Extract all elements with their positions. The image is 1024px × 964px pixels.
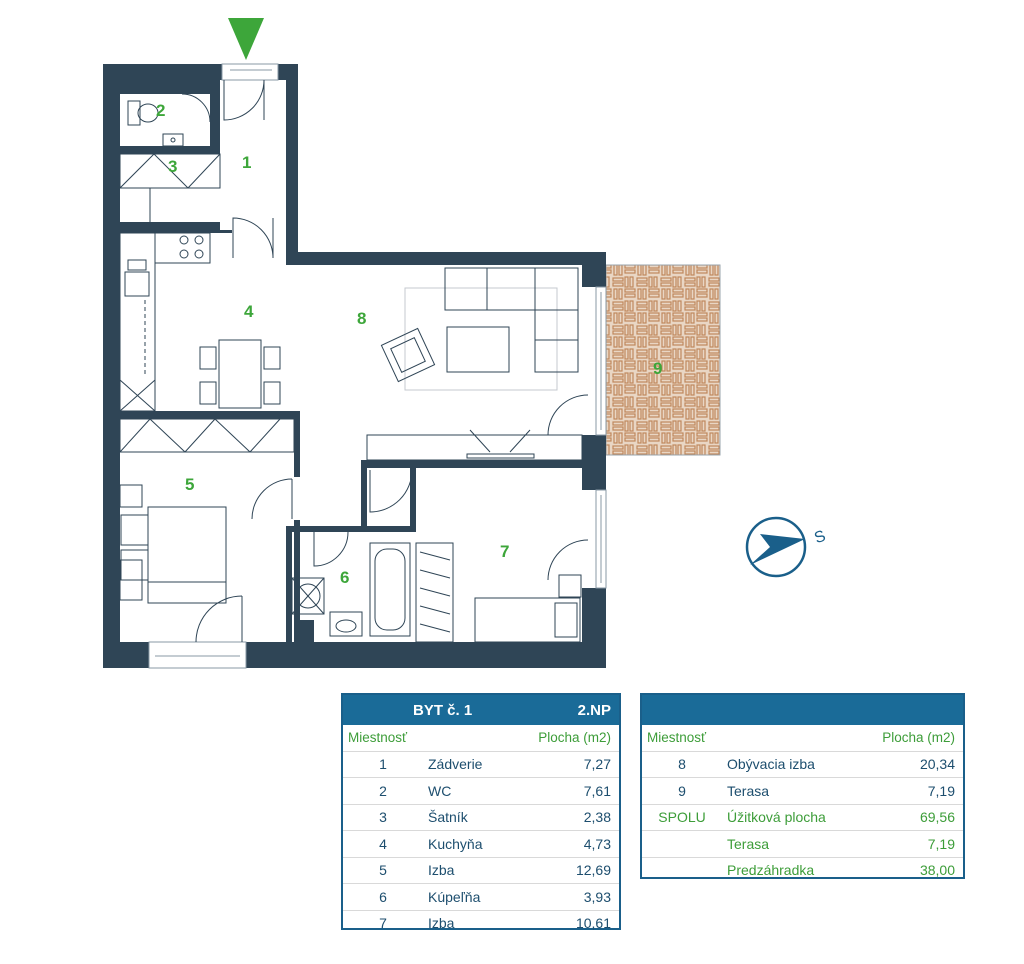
cell-area: 12,69 bbox=[575, 862, 611, 879]
cell-area: 69,56 bbox=[919, 809, 955, 826]
wc-fixtures bbox=[127, 100, 184, 147]
doors bbox=[181, 79, 589, 643]
cell-area: 7,19 bbox=[927, 782, 955, 799]
cell-num: 1 bbox=[379, 756, 387, 773]
table-row: Terasa 7,19 bbox=[642, 831, 963, 858]
room-number-2: 2 bbox=[156, 101, 165, 120]
table-row: 9 Terasa 7,19 bbox=[642, 778, 963, 805]
cell-name: Obývacia izba bbox=[727, 756, 815, 773]
cell-area: 7,61 bbox=[583, 782, 611, 799]
room-number-3: 3 bbox=[168, 157, 177, 176]
cell-name: Izba bbox=[428, 915, 455, 932]
column-header-row: Miestnosť Plocha (m2) bbox=[343, 725, 619, 752]
table-row: 3 Šatník 2,38 bbox=[343, 805, 619, 831]
room-number-6: 6 bbox=[340, 568, 349, 587]
table-row: 8 Obývacia izba 20,34 bbox=[642, 752, 963, 778]
cell-name: Úžitková plocha bbox=[727, 809, 826, 826]
room-table-right: Miestnosť Plocha (m2) 8 Obývacia izba 20,3… bbox=[640, 693, 965, 879]
cell-num: 2 bbox=[379, 782, 387, 799]
room-number-7: 7 bbox=[500, 542, 509, 561]
col-room-header: Miestnosť bbox=[348, 730, 408, 746]
entrance-arrow-icon bbox=[228, 18, 264, 60]
cell-area: 20,34 bbox=[919, 756, 955, 773]
cell-name: Kúpeľňa bbox=[428, 888, 481, 905]
cell-area: 10,61 bbox=[575, 915, 611, 932]
kitchen-counter bbox=[119, 232, 211, 412]
cell-num: 3 bbox=[379, 809, 387, 826]
apartment-title: BYT č. 1 bbox=[413, 701, 473, 719]
bathroom-fixtures bbox=[291, 542, 411, 637]
windows bbox=[148, 63, 607, 669]
cell-num: 8 bbox=[678, 756, 686, 773]
compass-south-label: S bbox=[812, 528, 828, 548]
table-row: Predzáhradka 38,00 bbox=[642, 858, 963, 884]
room-number-9: 9 bbox=[653, 359, 662, 378]
cell-num: 4 bbox=[379, 835, 387, 852]
exterior-walls bbox=[103, 64, 606, 668]
room-labels: 1 2 3 4 5 6 7 8 9 bbox=[156, 101, 662, 587]
table-row: 7 Izba 10,61 bbox=[343, 911, 619, 937]
room-number-4: 4 bbox=[244, 302, 254, 321]
cell-area: 4,73 bbox=[583, 835, 611, 852]
cell-num: 6 bbox=[379, 888, 387, 905]
cell-name: Izba bbox=[428, 862, 455, 879]
bedroom-7-furniture bbox=[415, 542, 582, 643]
cell-name: Predzáhradka bbox=[727, 862, 815, 879]
col-room-header: Miestnosť bbox=[647, 730, 707, 746]
table-header bbox=[642, 695, 963, 725]
table-row: 2 WC 7,61 bbox=[343, 778, 619, 805]
cell-num: 9 bbox=[678, 782, 686, 799]
terrace bbox=[605, 264, 721, 456]
column-header-row: Miestnosť Plocha (m2) bbox=[642, 725, 963, 752]
compass-icon: S bbox=[745, 516, 828, 578]
cell-area: 38,00 bbox=[919, 862, 955, 879]
room-number-8: 8 bbox=[357, 309, 366, 328]
table-row: 1 Zádverie 7,27 bbox=[343, 752, 619, 778]
table-row: 4 Kuchyňa 4,73 bbox=[343, 831, 619, 858]
table-row: SPOLU Úžitková plocha 69,56 bbox=[642, 805, 963, 831]
living-furniture bbox=[366, 267, 583, 461]
cell-name: Zádverie bbox=[428, 756, 483, 773]
dining-table bbox=[199, 339, 281, 409]
cell-num: 5 bbox=[379, 862, 387, 879]
cell-area: 7,19 bbox=[927, 835, 955, 852]
cell-area: 7,27 bbox=[583, 756, 611, 773]
room-number-1: 1 bbox=[242, 153, 251, 172]
room-number-5: 5 bbox=[185, 475, 194, 494]
floor-plan: 1 2 3 4 5 6 7 8 9 S bbox=[103, 18, 828, 669]
cell-area: 2,38 bbox=[583, 809, 611, 826]
cell-num: SPOLU bbox=[658, 809, 706, 826]
cell-name: Kuchyňa bbox=[428, 835, 483, 852]
table-row: 6 Kúpeľňa 3,93 bbox=[343, 884, 619, 911]
cell-name: Terasa bbox=[727, 782, 770, 799]
cell-name: WC bbox=[428, 782, 452, 799]
wardrobe bbox=[119, 153, 221, 222]
cell-name: Šatník bbox=[428, 809, 468, 826]
interior-walls bbox=[120, 80, 583, 642]
col-area-header: Plocha (m2) bbox=[882, 730, 955, 746]
cell-area: 3,93 bbox=[583, 888, 611, 905]
table-row: 5 Izba 12,69 bbox=[343, 858, 619, 884]
bedroom-5-furniture bbox=[119, 418, 295, 604]
floor-label: 2.NP bbox=[577, 701, 611, 719]
cell-num: 7 bbox=[379, 915, 387, 932]
room-table-left: BYT č. 1 2.NP Miestnosť Plocha (m2) 1 Zád… bbox=[341, 693, 621, 931]
cell-name: Terasa bbox=[727, 835, 770, 852]
col-area-header: Plocha (m2) bbox=[538, 730, 611, 746]
table-header: BYT č. 1 2.NP bbox=[343, 695, 619, 725]
